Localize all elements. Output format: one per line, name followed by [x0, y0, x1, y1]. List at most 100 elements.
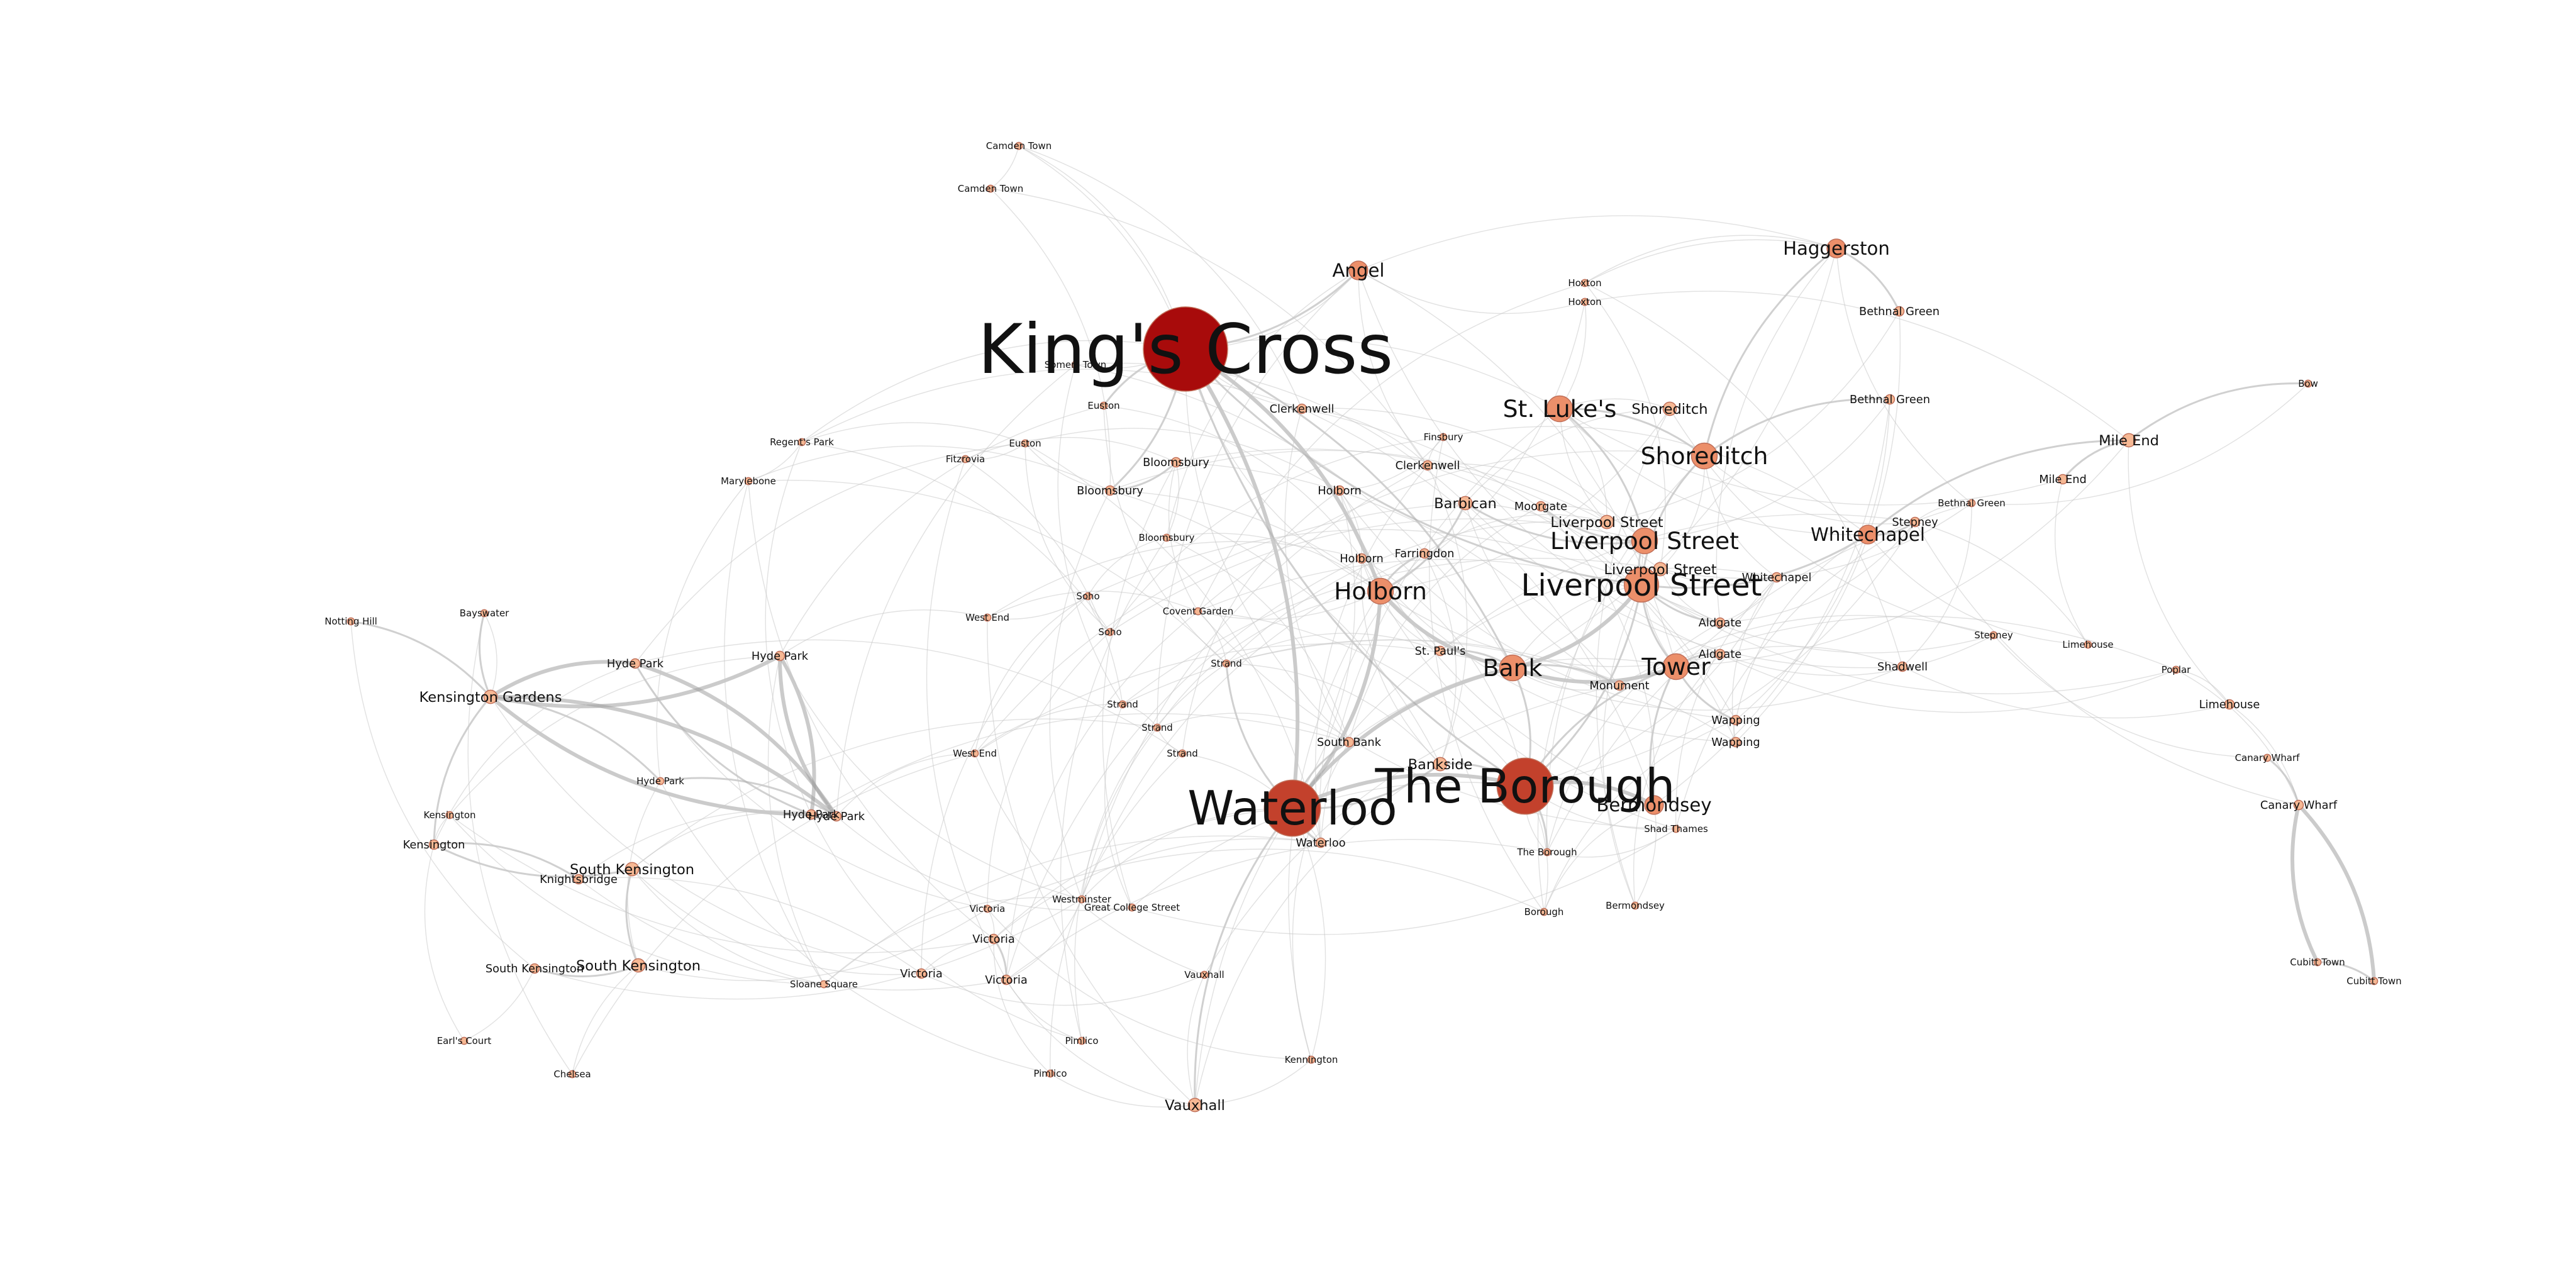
node-label-bethnal-green-a: Bethnal Green: [1850, 393, 1930, 406]
node-label-holborn-a: Holborn: [1334, 577, 1427, 605]
node-label-liverpool-street-c: Liverpool Street: [1550, 514, 1663, 531]
node-great-college-street: [1128, 903, 1136, 912]
node-label-kensington-b: Kensington: [423, 809, 475, 821]
network-edge: [823, 835, 1321, 985]
node-label-victoria-c: Victoria: [900, 967, 943, 980]
node-south-kensington-b: [631, 958, 646, 973]
network-edge: [1204, 685, 1620, 975]
network-edge: [836, 816, 1133, 911]
node-label-victoria-a: Victoria: [972, 933, 1015, 946]
network-edge: [1360, 558, 1441, 765]
node-clerkenwell-a: [1296, 403, 1307, 414]
network-edge: [631, 869, 922, 975]
network-edge: [801, 369, 1302, 443]
network-edge: [2290, 804, 2319, 963]
network-edge: [1157, 270, 1359, 728]
node-regents-park: [797, 438, 806, 447]
network-edge: [1122, 704, 1158, 728]
node-aldgate-b: [1714, 648, 1726, 660]
network-edge: [1440, 567, 1777, 652]
node-label-great-college-street: Great College Street: [1084, 902, 1180, 913]
node-label-vauxhall-b: Vauxhall: [1184, 969, 1224, 980]
node-label-shoreditch-b: Shoreditch: [1631, 401, 1707, 418]
network-edge: [1546, 502, 1972, 853]
network-edge: [433, 696, 492, 845]
network-edge: [1314, 465, 1428, 843]
network-edge: [1836, 248, 1972, 504]
network-edge: [1166, 533, 1381, 592]
network-edge: [724, 480, 824, 985]
network-edge: [1524, 584, 1643, 787]
node-bermondsey: [1644, 795, 1664, 815]
node-label-monument: Monument: [1589, 679, 1649, 692]
network-edge: [801, 422, 1026, 444]
node-label-south-kensington-b: South Kensington: [576, 958, 701, 974]
network-edge: [1197, 611, 1227, 664]
network-edge: [1109, 518, 1645, 633]
network-edge: [1182, 490, 1340, 754]
node-holborn-c: [1356, 553, 1367, 564]
network-edge: [2062, 439, 2129, 480]
network-edge: [1719, 635, 1994, 676]
network-edge: [1122, 558, 1661, 705]
node-label-pimlico-a: Pimlico: [1065, 1035, 1098, 1046]
network-edge: [534, 899, 1082, 1000]
network-edge: [635, 663, 988, 909]
network-edge: [1543, 804, 1655, 913]
node-label-chelsea: Chelsea: [553, 1069, 591, 1080]
network-edge: [1301, 408, 1655, 806]
node-label-euston-b: Euston: [1087, 400, 1119, 411]
network-edge: [1559, 398, 1670, 409]
node-label-angel: Angel: [1332, 260, 1384, 281]
node-label-borough: Borough: [1524, 906, 1564, 918]
node-label-poplar: Poplar: [2162, 664, 2191, 675]
network-edge: [1424, 553, 1457, 765]
network-edge: [836, 364, 1076, 817]
node-west-end-a: [983, 613, 992, 622]
network-edge: [1584, 282, 1666, 570]
node-label-kennington: Kennington: [1285, 1054, 1338, 1065]
node-label-covent-garden: Covent Garden: [1163, 606, 1233, 617]
node-label-hoxton-b: Hoxton: [1568, 296, 1601, 308]
network-edge: [1660, 569, 1777, 585]
network-edge: [578, 877, 922, 974]
network-edge: [1380, 408, 1670, 592]
network-edge: [1836, 247, 1901, 312]
network-edge: [1361, 558, 1441, 652]
node-whitechapel-b: [1771, 572, 1782, 583]
node-earls-court: [460, 1036, 469, 1045]
node-label-bow: Bow: [2298, 378, 2318, 389]
node-finsbury: [1439, 433, 1448, 441]
network-edge: [1226, 633, 1441, 664]
network-edge: [467, 613, 573, 1075]
network-edge: [1301, 408, 1645, 541]
node-label-kensington-a: Kensington: [403, 838, 465, 852]
node-liverpool-street-b: [1631, 527, 1658, 555]
network-edge: [433, 842, 579, 880]
node-label-westminster: Westminster: [1052, 894, 1112, 905]
network-edge: [660, 777, 837, 818]
network-edge: [1427, 463, 1607, 523]
node-tower: [1662, 653, 1690, 680]
network-edge: [433, 843, 633, 878]
network-edge: [779, 655, 1082, 900]
network-edge: [1361, 558, 1736, 743]
network-edge: [1537, 540, 1645, 913]
node-pimlico-b: [1046, 1069, 1055, 1078]
network-edge: [1102, 462, 1177, 908]
network-edge: [1226, 663, 1441, 765]
node-camden-town-a: [1014, 142, 1023, 150]
network-edge: [1109, 490, 1441, 765]
node-hyde-park-d: [806, 809, 817, 820]
node-label-wapping-b: Wapping: [1711, 736, 1760, 749]
network-edge: [1993, 635, 2268, 758]
network-edge: [1194, 763, 1441, 1106]
node-knightsbridge: [573, 874, 584, 885]
network-edge: [1339, 490, 1655, 806]
network-edge: [490, 654, 781, 709]
node-kings-cross: [1143, 306, 1228, 392]
network-edge: [987, 596, 1089, 620]
node-label-west-end-a: West End: [965, 612, 1009, 623]
node-monument: [1614, 680, 1625, 691]
